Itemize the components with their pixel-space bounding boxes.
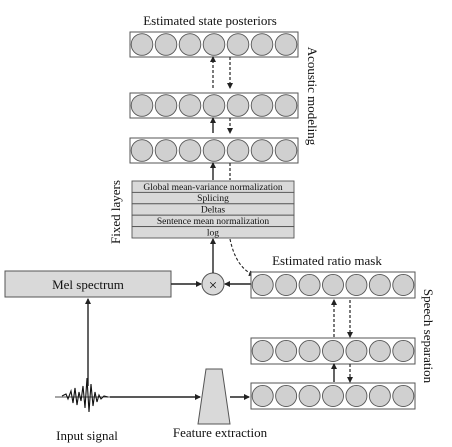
speech-separation-layers: [250, 271, 416, 410]
neuron-node: [251, 274, 274, 296]
neuron-node: [130, 33, 154, 56]
neuron-node: [178, 33, 202, 56]
neuron-node: [392, 385, 415, 407]
fixed-layers-stack: Global mean-variance normalizationSplici…: [131, 180, 295, 239]
separation-hidden-layer: [250, 337, 416, 365]
acoustic-layer-middle: [129, 92, 299, 119]
neuron-node: [345, 274, 368, 296]
neuron-node: [202, 94, 226, 117]
multiply-symbol: ×: [209, 278, 217, 294]
neuron-node: [368, 274, 391, 296]
fixed-layer-row-label: Global mean-variance normalization: [143, 183, 283, 193]
neuron-node: [274, 94, 298, 117]
neuron-node: [275, 340, 298, 362]
fixed-layer-row-label: Splicing: [197, 194, 229, 204]
neuron-node: [298, 340, 321, 362]
speech-separation-label: Speech separation: [421, 289, 436, 384]
feature-extraction-block: [197, 368, 231, 425]
neuron-node: [202, 139, 226, 162]
mel-spectrum-label: Mel spectrum: [52, 277, 124, 292]
neuron-node: [368, 340, 391, 362]
estimated-state-posteriors-label: Estimated state posteriors: [143, 13, 277, 28]
neuron-node: [298, 385, 321, 407]
neuron-node: [322, 385, 344, 407]
fixed-layer-row-label: Sentence mean normalization: [157, 217, 270, 227]
neuron-node: [392, 274, 415, 296]
fixed-layers-label: Fixed layers: [108, 180, 123, 244]
estimated-ratio-mask-label: Estimated ratio mask: [272, 253, 382, 268]
ratio-mask-layer: [250, 271, 416, 299]
separation-input-layer: [250, 382, 416, 410]
neuron-node: [322, 274, 344, 296]
fixed-layer-row-label: log: [207, 228, 219, 238]
acoustic-layer-bottom: [129, 137, 299, 164]
neuron-node: [130, 94, 154, 117]
neuron-node: [250, 94, 274, 117]
fixed-to-mask-dashed-arrow: [229, 238, 255, 276]
neuron-node: [178, 139, 202, 162]
acoustic-model-layers: [129, 31, 299, 164]
acoustic-modeling-label: Acoustic modeling: [305, 47, 320, 146]
neuron-node: [274, 139, 298, 162]
neuron-node: [250, 33, 274, 56]
neuron-node: [226, 33, 250, 56]
neuron-node: [251, 340, 274, 362]
neuron-node: [226, 139, 250, 162]
neuron-node: [274, 33, 298, 56]
neuron-node: [178, 94, 202, 117]
neuron-node: [130, 139, 154, 162]
neuron-node: [392, 340, 415, 362]
neuron-node: [154, 94, 178, 117]
input-signal-label: Input signal: [56, 428, 118, 443]
neuron-node: [154, 139, 178, 162]
neuron-node: [345, 340, 368, 362]
acoustic-layer-top: [129, 31, 299, 58]
neuron-node: [298, 274, 321, 296]
input-waveform: [61, 377, 109, 413]
neuron-node: [202, 33, 226, 56]
neuron-node: [322, 340, 344, 362]
neuron-node: [251, 385, 274, 407]
fixed-layer-row-label: Deltas: [201, 206, 226, 216]
feature-extraction-label: Feature extraction: [173, 425, 268, 440]
neuron-node: [226, 94, 250, 117]
neuron-node: [368, 385, 391, 407]
neuron-node: [275, 274, 298, 296]
neuron-node: [275, 385, 298, 407]
neuron-node: [154, 33, 178, 56]
neuron-node: [250, 139, 274, 162]
neuron-node: [345, 385, 368, 407]
